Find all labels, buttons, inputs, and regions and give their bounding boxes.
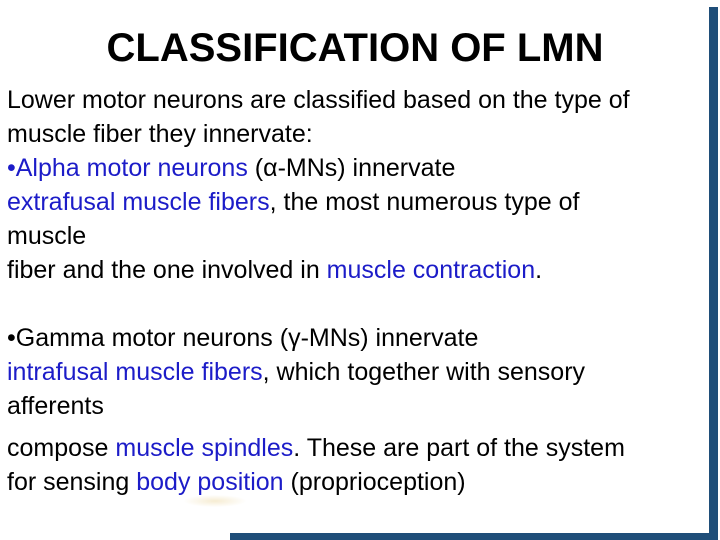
body-line-blank [7, 287, 706, 321]
highlighted-term: •Alpha motor neurons [7, 154, 248, 182]
background-smudge [184, 495, 246, 507]
body-line: extrafusal muscle fibers, the most numer… [7, 185, 706, 219]
slide-title: CLASSIFICATION OF LMN [106, 26, 604, 70]
body-text-segment: muscle fiber they innervate: [7, 120, 313, 148]
body-line: afferents [7, 389, 706, 423]
body-text-segment: •Gamma motor neurons (γ-MNs) innervate [7, 324, 479, 352]
body-text-segment: (proprioception) [283, 468, 466, 496]
body-line: intrafusal muscle fibers, which together… [7, 355, 706, 389]
body-text-segment: (α-MNs) innervate [247, 154, 456, 182]
highlighted-term: intrafusal muscle fibers [7, 358, 263, 386]
body-line: muscle [7, 219, 706, 253]
bottom-accent-bar [230, 533, 718, 540]
body-text-segment: muscle [7, 222, 87, 250]
body-line: compose muscle spindles. These are part … [7, 431, 706, 465]
body-line: for sensing body position (proprioceptio… [7, 465, 706, 499]
body-line: Lower motor neurons are classified based… [7, 83, 706, 117]
body-line: •Alpha motor neurons (α-MNs) innervate [7, 151, 706, 185]
highlighted-term: muscle spindles [115, 434, 294, 462]
body-text-segment: . These are part of the system [293, 434, 625, 462]
body-line: fiber and the one involved in muscle con… [7, 253, 706, 287]
body-line: •Gamma motor neurons (γ-MNs) innervate [7, 321, 706, 355]
body-text-segment: . [535, 256, 543, 284]
body-text-segment: fiber and the one involved in [7, 256, 327, 284]
slide-body: Lower motor neurons are classified based… [7, 83, 706, 499]
body-text-segment: , which together with sensory [262, 358, 586, 386]
body-text-segment: compose [7, 434, 116, 462]
body-line: muscle fiber they innervate: [7, 117, 706, 151]
highlighted-term: muscle contraction [326, 256, 536, 284]
body-text-segment: afferents [7, 392, 104, 420]
body-text-segment: Lower motor neurons are classified based… [7, 86, 630, 114]
highlighted-term: body position [136, 468, 284, 496]
highlighted-term: extrafusal muscle fibers [7, 188, 270, 216]
right-accent-bar [709, 7, 718, 540]
body-text-segment: , the most numerous type of [269, 188, 580, 216]
body-text-segment: for sensing [7, 468, 137, 496]
